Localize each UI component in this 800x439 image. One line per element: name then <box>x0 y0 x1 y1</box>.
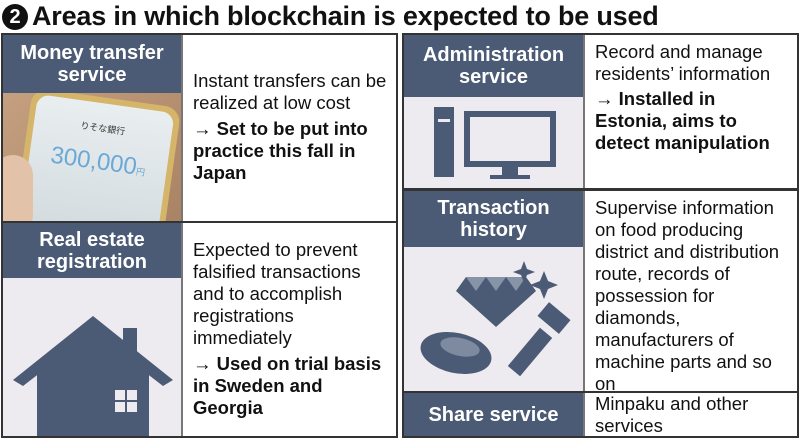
area-real-estate: Real estate registration Expected to pre… <box>3 223 396 436</box>
amount: 300,000円 <box>48 141 146 181</box>
number-badge: 2 <box>2 4 28 30</box>
area-description: Record and manage residents’ information… <box>595 41 771 153</box>
left-panel: Money transfer service りそな銀行 300,000円 In… <box>1 33 398 438</box>
bank-name: りそな銀行 <box>79 120 126 137</box>
hand <box>3 155 33 221</box>
area-description: Supervise information on food producing … <box>595 197 780 394</box>
right-panel: Administration service Record and manage… <box>402 33 799 438</box>
area-name: Money transfer service <box>3 35 181 93</box>
diamond-meat-bolt-icon <box>420 261 571 377</box>
area-name: Share service <box>404 393 583 436</box>
area-administration: Administration service Record and manage… <box>404 35 797 188</box>
smartphone-photo: りそな銀行 300,000円 <box>10 87 181 221</box>
computer-icon <box>434 107 556 179</box>
area-name: Transaction history <box>404 191 583 247</box>
area-share-service: Share service Minpaku and other services <box>404 393 797 436</box>
area-money-transfer: Money transfer service りそな銀行 300,000円 In… <box>3 35 396 221</box>
area-description: Instant transfers can be realized at low… <box>193 70 387 183</box>
area-transaction-history: Transaction history Supervise informatio… <box>404 191 797 394</box>
area-name: Administration service <box>404 35 583 97</box>
area-name: Real estate registration <box>3 223 181 278</box>
area-description: Expected to prevent falsified transactio… <box>193 239 382 418</box>
area-description: Minpaku and other services <box>595 393 749 436</box>
title-text: Areas in which blockchain is expected to… <box>32 1 659 31</box>
house-icon <box>13 316 173 436</box>
